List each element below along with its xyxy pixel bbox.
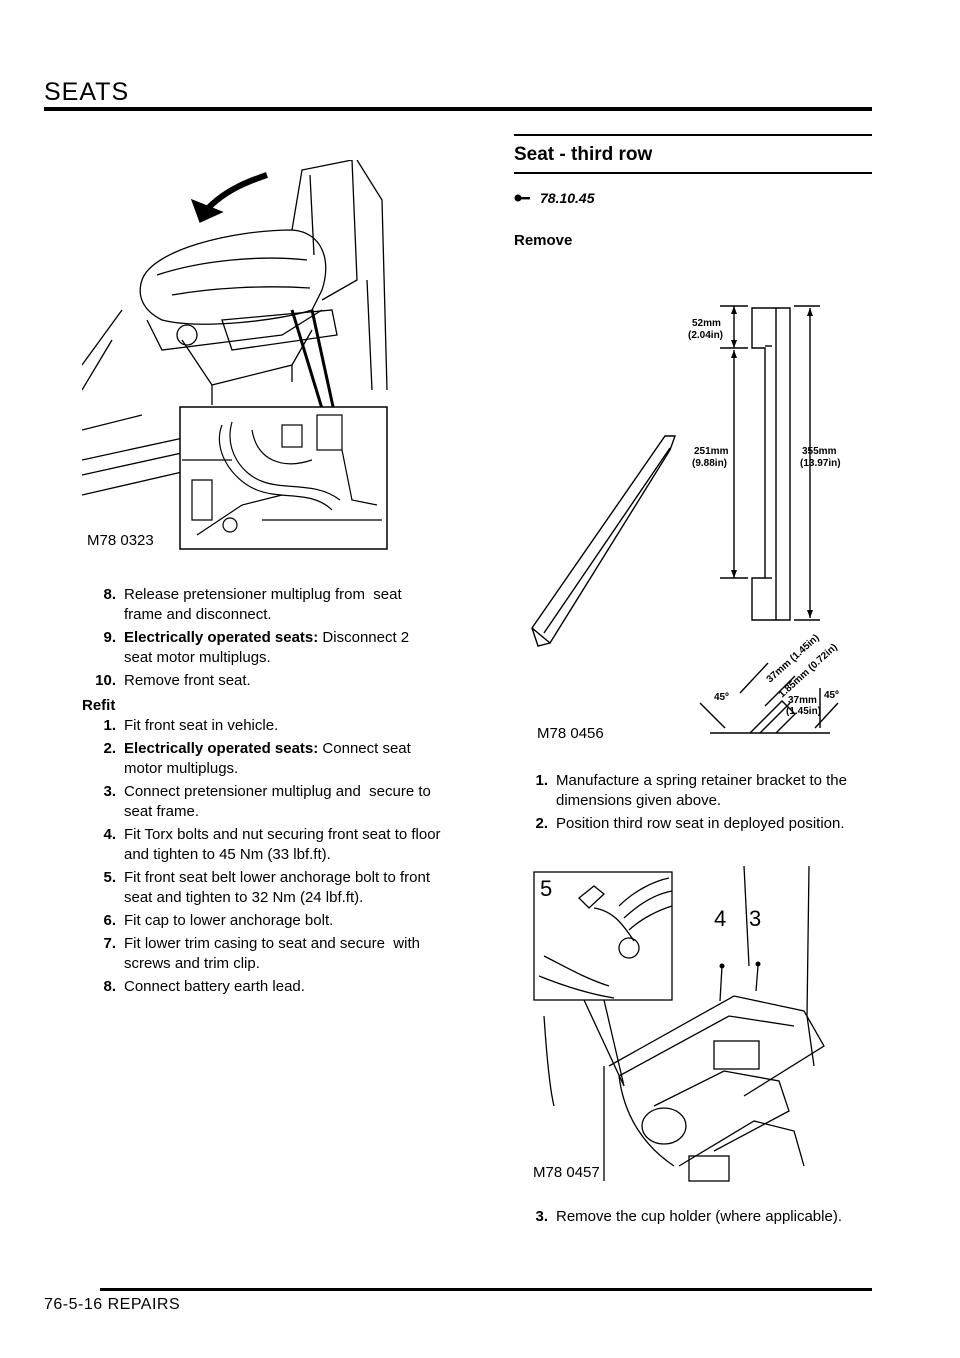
step-text: Connect battery earth lead. xyxy=(124,978,305,995)
dim-52mm-in: (2.04in) xyxy=(688,330,723,341)
footer-rule xyxy=(100,1288,872,1291)
step-text: Fit lower trim casing to seat and secure… xyxy=(124,935,420,952)
angle-right: 45º xyxy=(824,690,839,701)
callout-4: 4 xyxy=(714,906,726,931)
angle-left: 45º xyxy=(714,692,729,703)
bracket-drawing: 52mm (2.04in) 251mm (9.88in) 355mm (13.9… xyxy=(531,305,841,734)
dim-52mm: 52mm xyxy=(692,318,721,329)
step-number: 7. xyxy=(103,935,116,952)
step-text: seat and tighten to 32 Nm (24 lbf.ft). xyxy=(124,889,364,906)
third-row-illustration: 5 4 3 xyxy=(533,865,825,1182)
step-text: seat motor multiplugs. xyxy=(124,649,271,666)
step-text: seat frame. xyxy=(124,803,200,820)
step-number: 9. xyxy=(103,629,116,646)
step-text: Electrically operated seats: Connect sea… xyxy=(124,739,411,759)
step-text-rest: Disconnect 2 xyxy=(318,629,410,646)
section-rule-top xyxy=(514,134,872,136)
dim-251mm-in: (9.88in) xyxy=(692,458,727,469)
step-number: 3. xyxy=(535,1208,548,1225)
step-text: Fit Torx bolts and nut securing front se… xyxy=(124,826,441,843)
dim-37mm-in: (1.45in) xyxy=(786,706,821,717)
section-rule-bottom xyxy=(514,172,872,174)
step-text: Release pretensioner multiplug from seat xyxy=(124,586,402,603)
step-number: 3. xyxy=(103,783,116,800)
spanner-icon xyxy=(514,194,530,202)
step-text: Connect pretensioner multiplug and secur… xyxy=(124,783,431,800)
step-text: screws and trim clip. xyxy=(124,955,260,972)
header-rule xyxy=(44,107,872,111)
dim-37mm: 37mm xyxy=(788,695,817,706)
remove-heading: Remove xyxy=(514,232,573,249)
refit-heading: Refit xyxy=(82,697,116,714)
step-number: 1. xyxy=(103,717,116,734)
step-number: 2. xyxy=(535,815,548,832)
dim-355mm: 355mm xyxy=(802,446,837,457)
step-number: 2. xyxy=(103,740,116,757)
figure-third-row-seat: 5 4 3 M78 0457 xyxy=(524,865,839,1184)
step-number: 5. xyxy=(103,869,116,886)
step-text: Fit front seat belt lower anchorage bolt… xyxy=(124,869,430,886)
figure-label: M78 0457 xyxy=(530,1164,603,1181)
step-number: 6. xyxy=(103,912,116,929)
step-text: motor multiplugs. xyxy=(124,760,239,777)
step-number: 1. xyxy=(535,772,548,789)
step-text: Fit cap to lower anchorage bolt. xyxy=(124,912,334,929)
figure-label: M78 0323 xyxy=(84,532,157,549)
page-title: SEATS xyxy=(44,78,130,106)
callout-3: 3 xyxy=(749,906,761,931)
operation-code: 78.10.45 xyxy=(540,190,595,206)
page-footer: 76-5-16 REPAIRS xyxy=(44,1296,181,1313)
dim-355mm-in: (13.97in) xyxy=(800,458,841,469)
step-text: Electrically operated seats: Disconnect … xyxy=(124,628,409,648)
step-text: Manufacture a spring retainer bracket to… xyxy=(556,772,847,789)
step-number: 8. xyxy=(103,586,116,603)
section-title: Seat - third row xyxy=(514,144,653,165)
step-text-rest: Connect seat xyxy=(318,740,411,757)
step-text: and tighten to 45 Nm (33 lbf.ft). xyxy=(124,846,331,863)
seat-illustration xyxy=(81,159,388,550)
step-number: 10. xyxy=(95,672,116,689)
figure-bracket-dimensions: 52mm (2.04in) 251mm (9.88in) 355mm (13.9… xyxy=(520,288,850,748)
step-number: 4. xyxy=(103,826,116,843)
operation-ref: 78.10.45 xyxy=(514,190,595,206)
step-text: Remove the cup holder (where applicable)… xyxy=(556,1208,842,1225)
step-text: frame and disconnect. xyxy=(124,606,272,623)
step-bold-label: Electrically operated seats: xyxy=(124,629,319,646)
step-text: dimensions given above. xyxy=(556,792,722,809)
figure-label: M78 0456 xyxy=(534,725,607,742)
dim-251mm: 251mm xyxy=(694,446,729,457)
callout-5: 5 xyxy=(540,876,552,901)
step-text: Position third row seat in deployed posi… xyxy=(556,815,845,832)
step-text: Remove front seat. xyxy=(124,672,251,689)
step-number: 8. xyxy=(103,978,116,995)
figure-seat-removal: M78 0323 xyxy=(81,159,392,555)
step-bold-label: Electrically operated seats: xyxy=(124,740,319,757)
step-text: Fit front seat in vehicle. xyxy=(124,717,279,734)
